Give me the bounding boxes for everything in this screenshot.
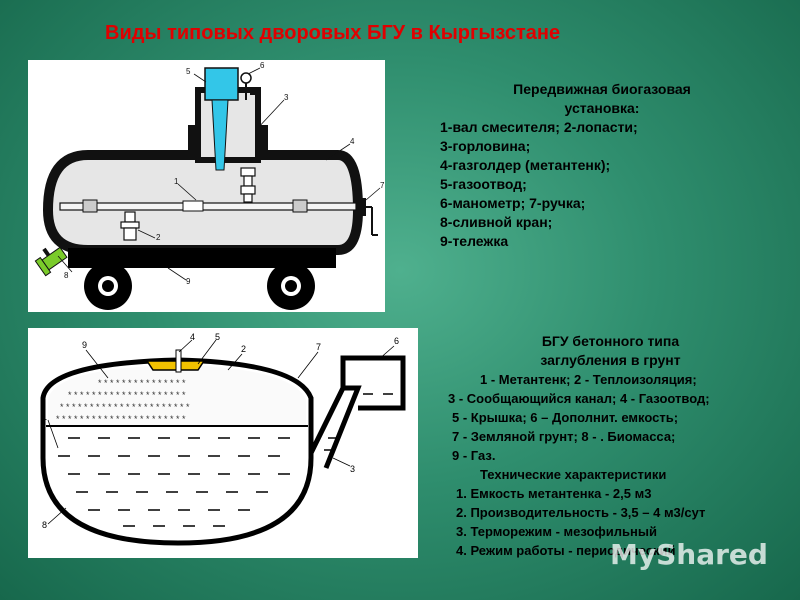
caption-line: 4-газголдер (метантенк); <box>440 157 611 173</box>
label-2: 2 <box>241 344 246 354</box>
mobile-biogas-unit-diagram: 5 6 3 4 7 1 2 8 9 <box>28 60 385 312</box>
caption-line: 1-вал смесителя; 2-лопасти; <box>440 119 638 135</box>
label-4: 4 <box>350 137 355 146</box>
concrete-caption-title-1: БГУ бетонного типа <box>541 333 680 349</box>
mixer-shaft <box>59 202 357 211</box>
specs-title: Технические характеристики <box>480 467 667 482</box>
caption-line: 9-тележка <box>440 233 509 249</box>
paddle-lower <box>120 211 140 241</box>
trailer-frame <box>68 248 336 264</box>
svg-text:* * * * * * * * * * * * * * *: * * * * * * * * * * * * * * * <box>98 378 186 388</box>
mobile-unit-caption: Передвижная биогазовая установка: 1-вал … <box>440 80 780 251</box>
label-4: 4 <box>190 332 195 342</box>
concrete-digester-diagram: * * * * * * * * * * * * * * * * * * * * … <box>28 328 418 558</box>
caption-line: 8-сливной кран; <box>440 214 553 230</box>
caption-line: 5 - Крышка; 6 – Дополнит. емкость; <box>452 410 679 425</box>
label-3: 3 <box>284 93 289 102</box>
label-9: 9 <box>186 277 191 286</box>
biomass-pattern <box>58 437 290 527</box>
caption-line: 3-горловина; <box>440 138 531 154</box>
label-3: 3 <box>350 464 355 474</box>
gas-outlet <box>204 67 239 101</box>
label-8: 8 <box>42 520 47 530</box>
additional-tank <box>340 355 406 411</box>
concrete-caption-title-2: заглубления в грунт <box>540 352 681 368</box>
svg-text:* * * * * * * * * * * * * * *: * * * * * * * * * * * * * * * * * * * * <box>68 390 186 400</box>
label-1: 1 <box>42 412 47 422</box>
gas-pipe <box>175 349 182 373</box>
caption-line: 5-газоотвод; <box>440 176 527 192</box>
slide-title: Виды типовых дворовых БГУ в Кыргызстане <box>105 22 561 44</box>
drain-valve <box>34 246 68 277</box>
wheel-left <box>84 262 132 310</box>
label-6: 6 <box>394 336 399 346</box>
mobile-unit-caption-title-2: установка: <box>564 100 640 116</box>
label-8: 8 <box>64 271 69 280</box>
spec-line: 3. Терморежим - мезофильный <box>456 524 657 539</box>
svg-text:* * * * * * * * * * * * * * *: * * * * * * * * * * * * * * * * * * * * … <box>60 402 190 412</box>
caption-line: 9 - Газ. <box>452 448 496 463</box>
label-7: 7 <box>316 342 321 352</box>
gas-outlet-pipe <box>211 99 229 171</box>
wheel-right <box>267 262 315 310</box>
label-5: 5 <box>215 332 220 342</box>
caption-line: 6-манометр; 7-ручка; <box>440 195 586 211</box>
label-2: 2 <box>156 233 161 242</box>
concrete-unit-caption: БГУ бетонного типа заглубления в грунт 1… <box>438 332 783 560</box>
spec-line: 4. Режим работы - периодический <box>456 543 676 558</box>
svg-text:* * * * * * * * * * * * * * *: * * * * * * * * * * * * * * * * * * * * … <box>56 414 186 424</box>
label-7: 7 <box>380 181 385 190</box>
label-9: 9 <box>82 340 87 350</box>
spec-line: 2. Производительность - 3,5 – 4 м3/сут <box>456 505 706 520</box>
mobile-unit-caption-title-1: Передвижная биогазовая <box>513 81 691 97</box>
watermark-logo: MyShared <box>610 538 768 571</box>
caption-line: 3 - Сообщающийся канал; 4 - Газоотвод; <box>448 391 710 406</box>
insulation-pattern: * * * * * * * * * * * * * * * * * * * * … <box>56 378 190 424</box>
caption-line: 1 - Метантенк; 2 - Теплоизоляция; <box>480 372 697 387</box>
label-1: 1 <box>174 177 179 186</box>
spec-line: 1. Емкость метантенка - 2,5 м3 <box>456 486 652 501</box>
label-6: 6 <box>260 61 265 70</box>
label-5: 5 <box>186 67 191 76</box>
gas-dome <box>48 365 306 426</box>
caption-line: 7 - Земляной грунт; 8 - . Биомасса; <box>452 429 676 444</box>
handle <box>358 198 366 216</box>
connecting-channel <box>308 385 362 469</box>
manometer-icon <box>240 72 252 84</box>
paddle-upper <box>240 167 256 203</box>
